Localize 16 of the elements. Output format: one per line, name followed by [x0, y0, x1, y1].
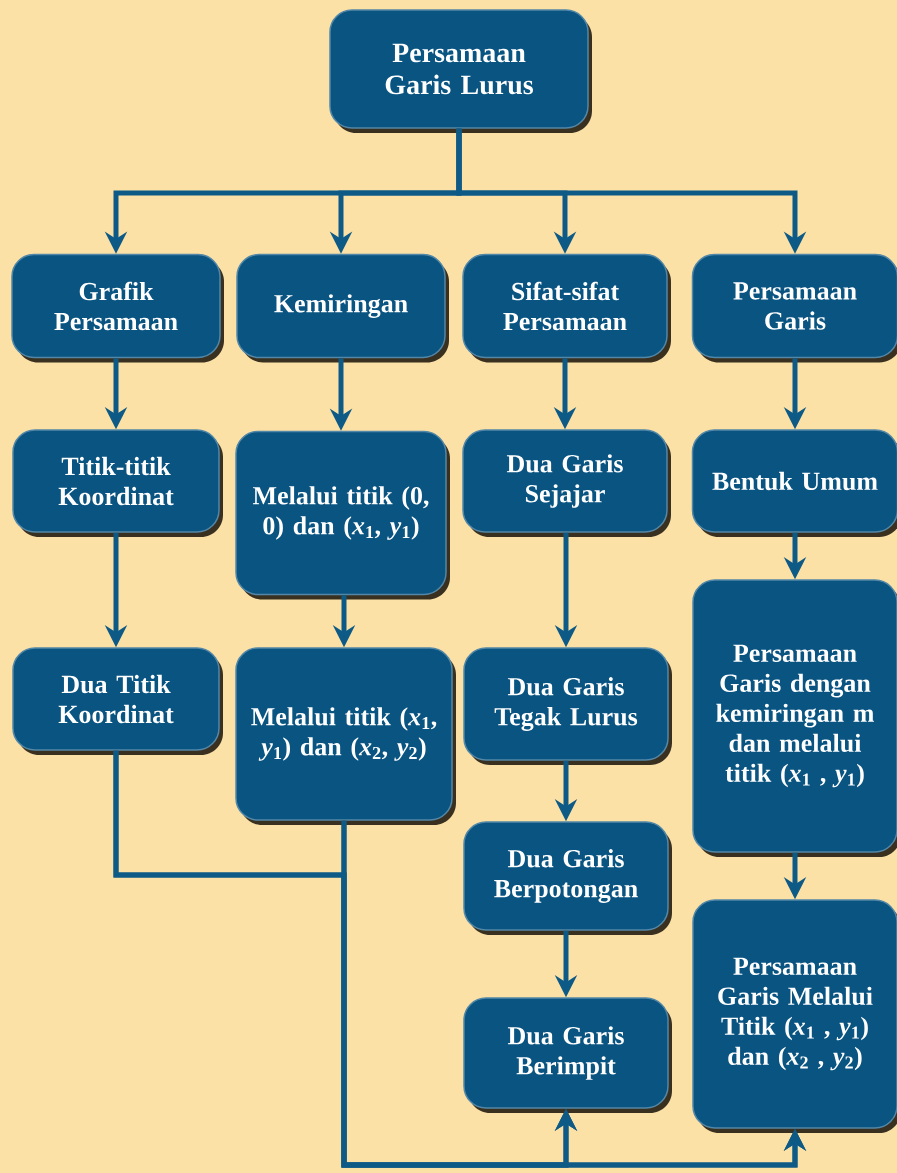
- process-box: Persamaan Garis: [691, 253, 897, 363]
- process-box: Persamaan Garis Lurus: [329, 9, 592, 133]
- process-box: Dua Garis Berimpit: [463, 997, 672, 1113]
- process-box: Dua Titik Koordinat: [12, 647, 223, 755]
- process-box: Persamaan Garis dengan kemiringan m dan melalui titik (x$_{1}$ , y$_{1}$): [692, 579, 897, 857]
- process-box: Dua Garis Tegak Lurus: [463, 647, 672, 765]
- process-box: Grafik Persamaan: [11, 253, 224, 363]
- process-box: Dua Garis Sejajar: [462, 429, 671, 537]
- process-box: Melalui titik (0, 0) dan (x$_{1}$, y$_{1}$): [235, 430, 450, 600]
- process-box: Dua Garis Berpotongan: [463, 821, 672, 935]
- process-box: Titik-titik Koordinat: [12, 429, 223, 537]
- process-box: Bentuk Umum: [691, 429, 897, 537]
- process-box: Persamaan Garis Melalui Titik (x$_{1}$ , y$_{1}$) dan (x$_{2}$ , y$_{2}$): [692, 899, 897, 1133]
- process-box: Kemiringan: [236, 253, 449, 363]
- process-box: Sifat-sifat Persamaan: [462, 253, 671, 363]
- process-box: Melalui titik (x$_{1}$, y$_{1}$) dan (x$_{2}$, y$_{2}$): [235, 647, 456, 825]
